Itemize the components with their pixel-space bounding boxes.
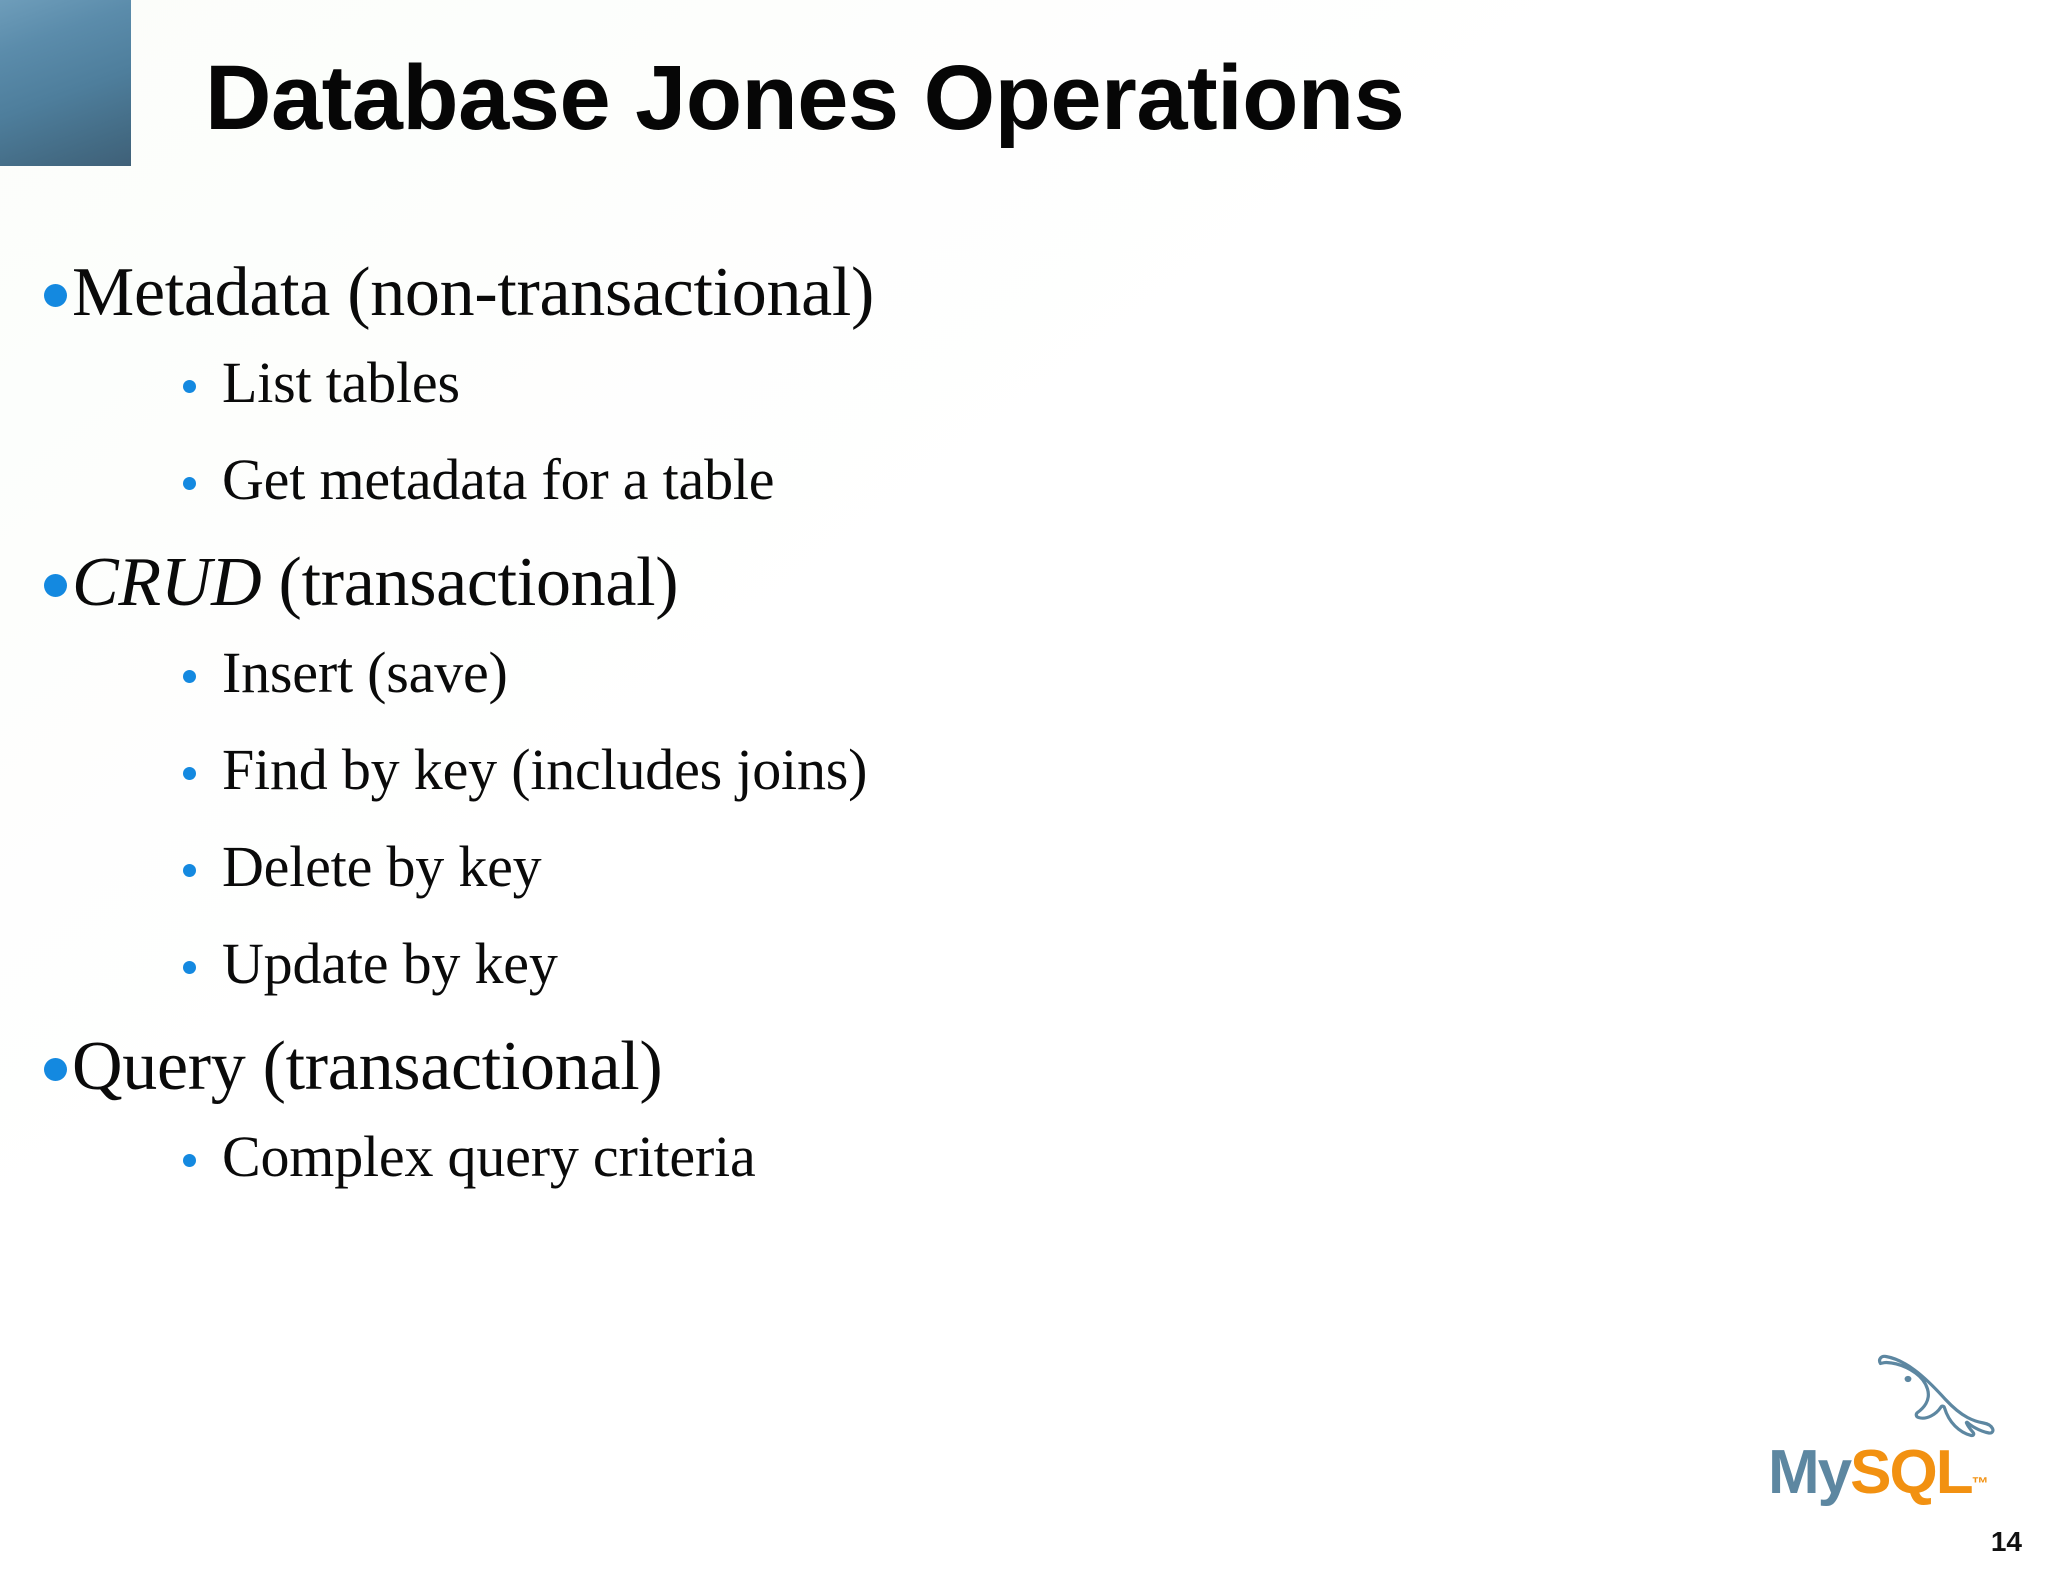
outline-item-label: Insert (save) [222,640,508,705]
bullet-dot-icon [183,961,196,974]
mysql-wordmark-my: My [1768,1438,1852,1507]
outline-item-level2: Find by key (includes joins) [0,735,1900,830]
outline-item-label: Query (transactional) [72,1028,663,1105]
outline-item-level2: Insert (save) [0,638,1900,733]
trademark-symbol: ™ [1971,1474,1989,1493]
bullet-circle-icon [44,284,67,307]
outline-item-level2: Delete by key [0,832,1900,927]
outline-item-label: Find by key (includes joins) [222,737,868,802]
outline-item-emphasis: CRUD [72,544,262,621]
mysql-wordmark: MySQL™ [1768,1442,1989,1504]
mysql-wordmark-sql: SQL [1850,1438,1973,1507]
bullet-circle-icon [44,574,67,597]
slide-body-outline: Metadata (non-transactional) List tables… [0,252,1900,1219]
bullet-dot-icon [183,1154,196,1167]
page-number: 14 [1990,1526,2022,1557]
outline-item-label: Update by key [222,931,558,996]
outline-item-label: Get metadata for a table [222,447,775,512]
outline-item-label: Delete by key [222,834,542,899]
outline-item-level1: CRUD (transactional) [0,542,1900,634]
bullet-dot-icon [183,380,196,393]
decorative-corner-block [0,0,131,166]
outline-item-level2: Complex query criteria [0,1122,1900,1217]
bullet-circle-icon [44,1058,67,1081]
bullet-dot-icon [183,767,196,780]
outline-item-level2: Update by key [0,929,1900,1024]
bullet-dot-icon [183,670,196,683]
outline-item-label: CRUD (transactional) [72,542,679,625]
dolphin-icon [1878,1354,1995,1438]
outline-item-level2: List tables [0,348,1900,443]
outline-item-rest: (transactional) [261,544,679,621]
bullet-dot-icon [183,864,196,877]
outline-item-label: Metadata (non-transactional) [72,254,875,331]
outline-item-label: Complex query criteria [222,1124,756,1189]
mysql-logo: MySQL™ [1768,1354,2000,1504]
outline-item-label: List tables [222,350,460,415]
outline-item-level2: Get metadata for a table [0,445,1900,540]
slide-title: Database Jones Operations [205,47,1405,149]
outline-item-level1: Metadata (non-transactional) [0,252,1900,344]
bullet-dot-icon [183,477,196,490]
outline-item-level1: Query (transactional) [0,1026,1900,1118]
